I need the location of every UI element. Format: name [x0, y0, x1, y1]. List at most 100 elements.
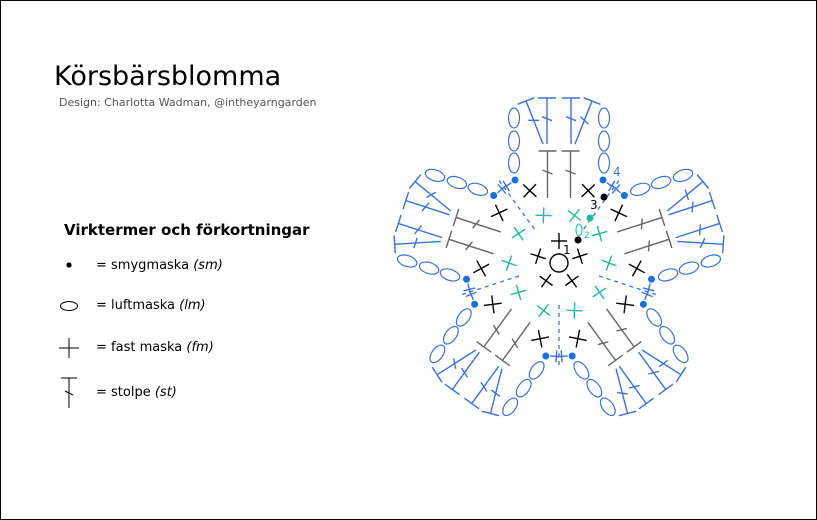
chain-dashed-line: [458, 275, 520, 297]
round-4-chain: [586, 378, 603, 398]
round-4-double-crochet-post: [471, 365, 500, 404]
round-2-single-crochet: [591, 225, 608, 242]
round-3-single-crochet-v: [472, 263, 490, 274]
round-4-chain: [396, 254, 418, 268]
round-4-double-crochet-post: [618, 365, 647, 404]
round-3-double-crochet: [605, 308, 642, 353]
legend-label: = stolpe: [96, 385, 151, 400]
round-4-slip-stitch: [511, 176, 519, 184]
round-4-chain: [507, 107, 521, 129]
round-4-double-crochet-tick: [414, 225, 423, 235]
slip-stitch-dot-icon: [66, 262, 72, 268]
round-4-double-crochet-tick: [426, 191, 437, 199]
legend-abbr: (fm): [186, 340, 214, 355]
round-4-single-crochet: [465, 288, 477, 301]
chain-dashed-line: [558, 305, 560, 369]
round-4-double-crochet-tick: [565, 116, 577, 122]
round-2-single-crochet-v: [501, 259, 517, 267]
round-2-single-crochet: [592, 285, 607, 300]
round-3-double-crochet-bar: [476, 340, 492, 353]
round-4-double-crochet-bar: [658, 383, 674, 396]
round-3-double-crochet-tick: [640, 218, 643, 230]
round-4-double-crochet-tick: [541, 116, 553, 122]
round-4-double-crochet-bar: [394, 214, 402, 233]
round-4-double-crochet-tick: [421, 202, 430, 212]
round-4-double-crochet-bar: [408, 174, 422, 189]
round-2-single-crochet: [567, 208, 582, 223]
petal: [496, 97, 622, 230]
round-4-double-crochet-bar: [393, 235, 396, 254]
round-4-double-crochet: [562, 97, 580, 144]
round-4-double-crochet-post: [394, 240, 441, 246]
round-2-single-crochet-v: [591, 230, 608, 237]
round-1-single-crochet: [530, 248, 546, 265]
round-3-single-crochet: [531, 329, 550, 348]
round-4-chain: [424, 168, 446, 183]
round-4-single-crochet: [606, 180, 618, 192]
round-4-chain: [455, 308, 472, 327]
round-3-single-crochet: [490, 204, 508, 222]
round-4-double-crochet: [677, 235, 725, 254]
round-3-single-crochet: [568, 329, 587, 348]
round-3-single-crochet-v: [483, 302, 502, 307]
round-2-single-crochet: [601, 255, 617, 271]
round-3-double-crochet-tick: [542, 169, 553, 175]
round-2-single-crochet-v: [573, 302, 576, 319]
round-4-double-crochet-bar: [722, 235, 725, 254]
round-3-double-crochet-tick: [565, 169, 576, 175]
round-4-chain: [597, 152, 611, 174]
round-4-double-crochet-tick: [616, 391, 628, 395]
round-3-double-crochet-bar: [626, 340, 642, 353]
round-3-double-crochet: [476, 308, 513, 353]
round-3-double-crochet: [617, 208, 666, 233]
round-3-single-crochet-v: [614, 204, 624, 222]
round-4-double-crochet: [402, 191, 450, 216]
round-4-double-crochet: [394, 214, 443, 239]
diagram-center: [530, 233, 588, 288]
round-2-single-crochet: [566, 302, 583, 319]
chain-dashed-line: [496, 177, 535, 230]
petal: [393, 168, 535, 301]
round-4-chain: [629, 182, 651, 196]
petal: [550, 283, 689, 417]
round-4-chain: [502, 397, 519, 417]
round-3-double-crochet-tick: [511, 338, 519, 349]
round-4-chain: [528, 361, 545, 380]
round-4-double-crochet: [538, 97, 556, 144]
round-3-double-crochet-bar: [494, 354, 511, 367]
round-4-double-crochet-tick: [691, 201, 694, 213]
round-3-double-crochet: [561, 150, 580, 198]
round-label-4: 4: [613, 165, 621, 179]
round-4-single-crochet: [555, 350, 568, 363]
round-2-single-crochet-v: [542, 207, 545, 224]
round-4-chain: [446, 175, 468, 190]
round-4-double-crochet: [574, 97, 601, 145]
round-3-double-crochet-post: [455, 216, 501, 233]
round-4-chain: [573, 361, 590, 380]
round-4-double-crochet-post: [668, 199, 713, 216]
round-4-double-crochet-bar: [431, 366, 443, 383]
round-4-double-crochet-post: [574, 100, 593, 145]
round-4-double-crochet: [638, 351, 674, 396]
round-4-double-crochet-tick: [698, 224, 702, 236]
round-4-slip-stitch: [648, 275, 656, 283]
round-label-3: 3: [590, 198, 598, 212]
legend-abbr: (lm): [179, 298, 206, 313]
round-2-single-crochet-v: [538, 303, 550, 318]
round-4-double-crochet: [431, 349, 477, 383]
round-4-double-crochet: [444, 351, 480, 396]
round-4-double-crochet-post: [677, 240, 724, 246]
round-4-double-crochet-tick: [452, 358, 457, 369]
round-4-double-crochet: [517, 97, 544, 145]
designer-credit: Design: Charlotta Wadman, @intheyarngard…: [59, 96, 317, 109]
legend-item-chain: = luftmaska (lm): [96, 298, 206, 313]
round-2-single-crochet-v: [510, 289, 527, 296]
single-crochet-cross-icon: [59, 338, 79, 358]
round-4-slip-stitch: [639, 300, 647, 308]
round-4-double-crochet-post: [641, 349, 682, 376]
round-4-double-crochet-tick: [413, 237, 418, 249]
round-4-double-crochet-post: [615, 368, 629, 414]
round-4-slip-stitch: [620, 192, 628, 200]
round-4-double-crochet-post: [414, 181, 452, 212]
